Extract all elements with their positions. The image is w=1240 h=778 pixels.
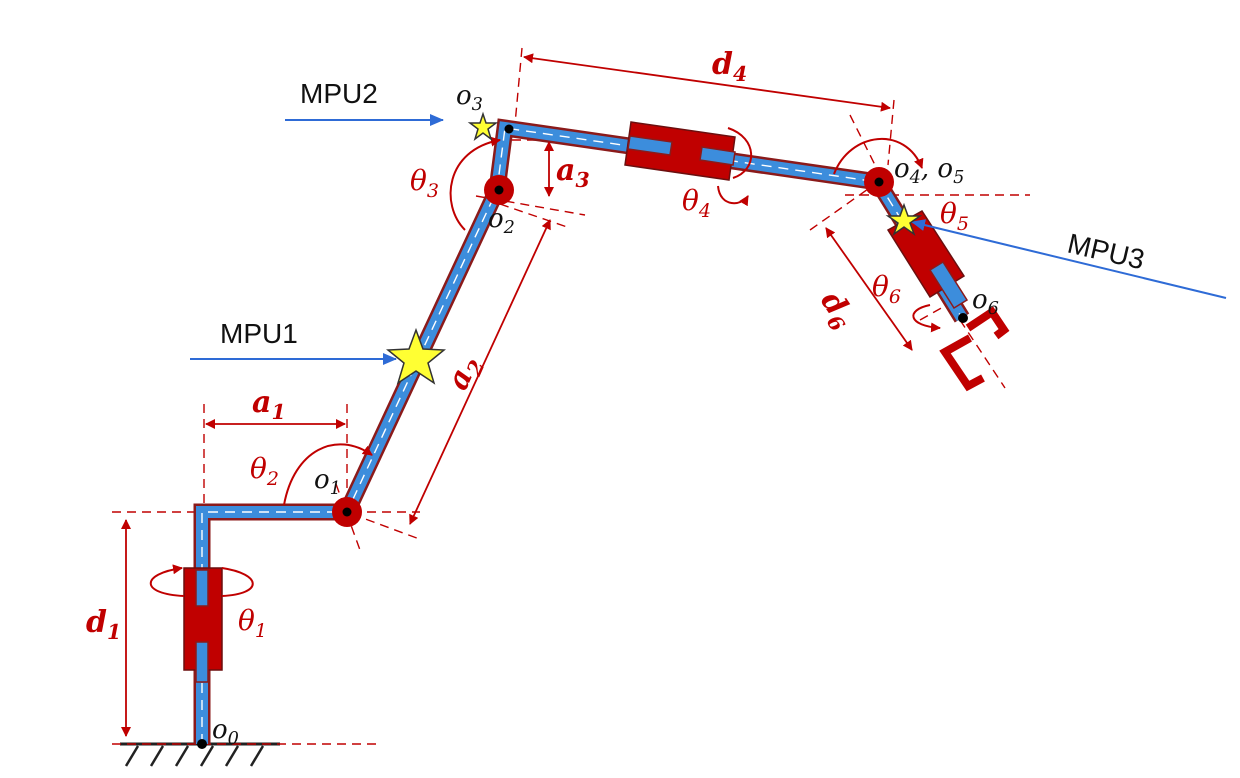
angle-theta6: θ6 xyxy=(872,270,901,308)
theta6-arc xyxy=(912,304,941,333)
dimension-a3: a3 xyxy=(556,153,590,192)
theta5-arc xyxy=(833,137,924,175)
joint-o2 xyxy=(484,175,514,205)
theta1-arc xyxy=(149,564,254,597)
point-o6 xyxy=(958,313,968,323)
mpu1-star-icon xyxy=(386,327,446,385)
frame-o1: o1 xyxy=(314,465,341,499)
frame-o6: o6 xyxy=(972,285,999,319)
gripper xyxy=(939,306,1010,392)
dimension-d6: d6 xyxy=(810,285,862,336)
frame-o2: o2 xyxy=(488,204,515,238)
dimension-d1: d1 xyxy=(86,605,121,644)
robot-links xyxy=(193,118,970,744)
angle-theta5: θ5 xyxy=(940,197,969,235)
frame-o45: o4, o5 xyxy=(894,154,964,188)
joint-o1 xyxy=(332,497,362,527)
dim-a2 xyxy=(409,219,551,525)
forearm-actuator xyxy=(624,121,736,181)
mpu2-star-icon xyxy=(467,111,499,141)
mpu2-label: MPU2 xyxy=(300,78,378,109)
mpu3-star-icon xyxy=(885,202,923,236)
point-o3 xyxy=(504,124,514,134)
frame-o0: o0 xyxy=(212,715,239,749)
point-o0 xyxy=(197,739,207,749)
mpu3-arrow xyxy=(911,219,1227,299)
angle-theta4: θ4 xyxy=(682,184,711,222)
angle-theta2: θ2 xyxy=(250,452,279,490)
dimension-lines xyxy=(121,53,913,737)
rotation-arcs xyxy=(149,127,941,597)
actuators xyxy=(183,121,969,683)
theta4-arc xyxy=(717,127,753,207)
dimension-d4: d4 xyxy=(712,47,747,86)
joint-o45 xyxy=(864,167,894,197)
frame-o3: o3 xyxy=(456,81,483,115)
dimension-a2: a2 xyxy=(440,350,489,397)
mpu1-label: MPU1 xyxy=(220,318,298,349)
base-actuator xyxy=(183,567,223,683)
sensor-stars xyxy=(386,111,923,385)
mpu-arrows xyxy=(190,114,1227,365)
dim-d4 xyxy=(523,53,891,112)
angle-theta1: θ1 xyxy=(238,604,267,642)
dimension-a1: a1 xyxy=(252,385,286,424)
theta2-arc xyxy=(283,443,373,506)
dim-d6 xyxy=(825,227,913,351)
joints xyxy=(197,124,968,749)
angle-theta3: θ3 xyxy=(410,164,439,202)
